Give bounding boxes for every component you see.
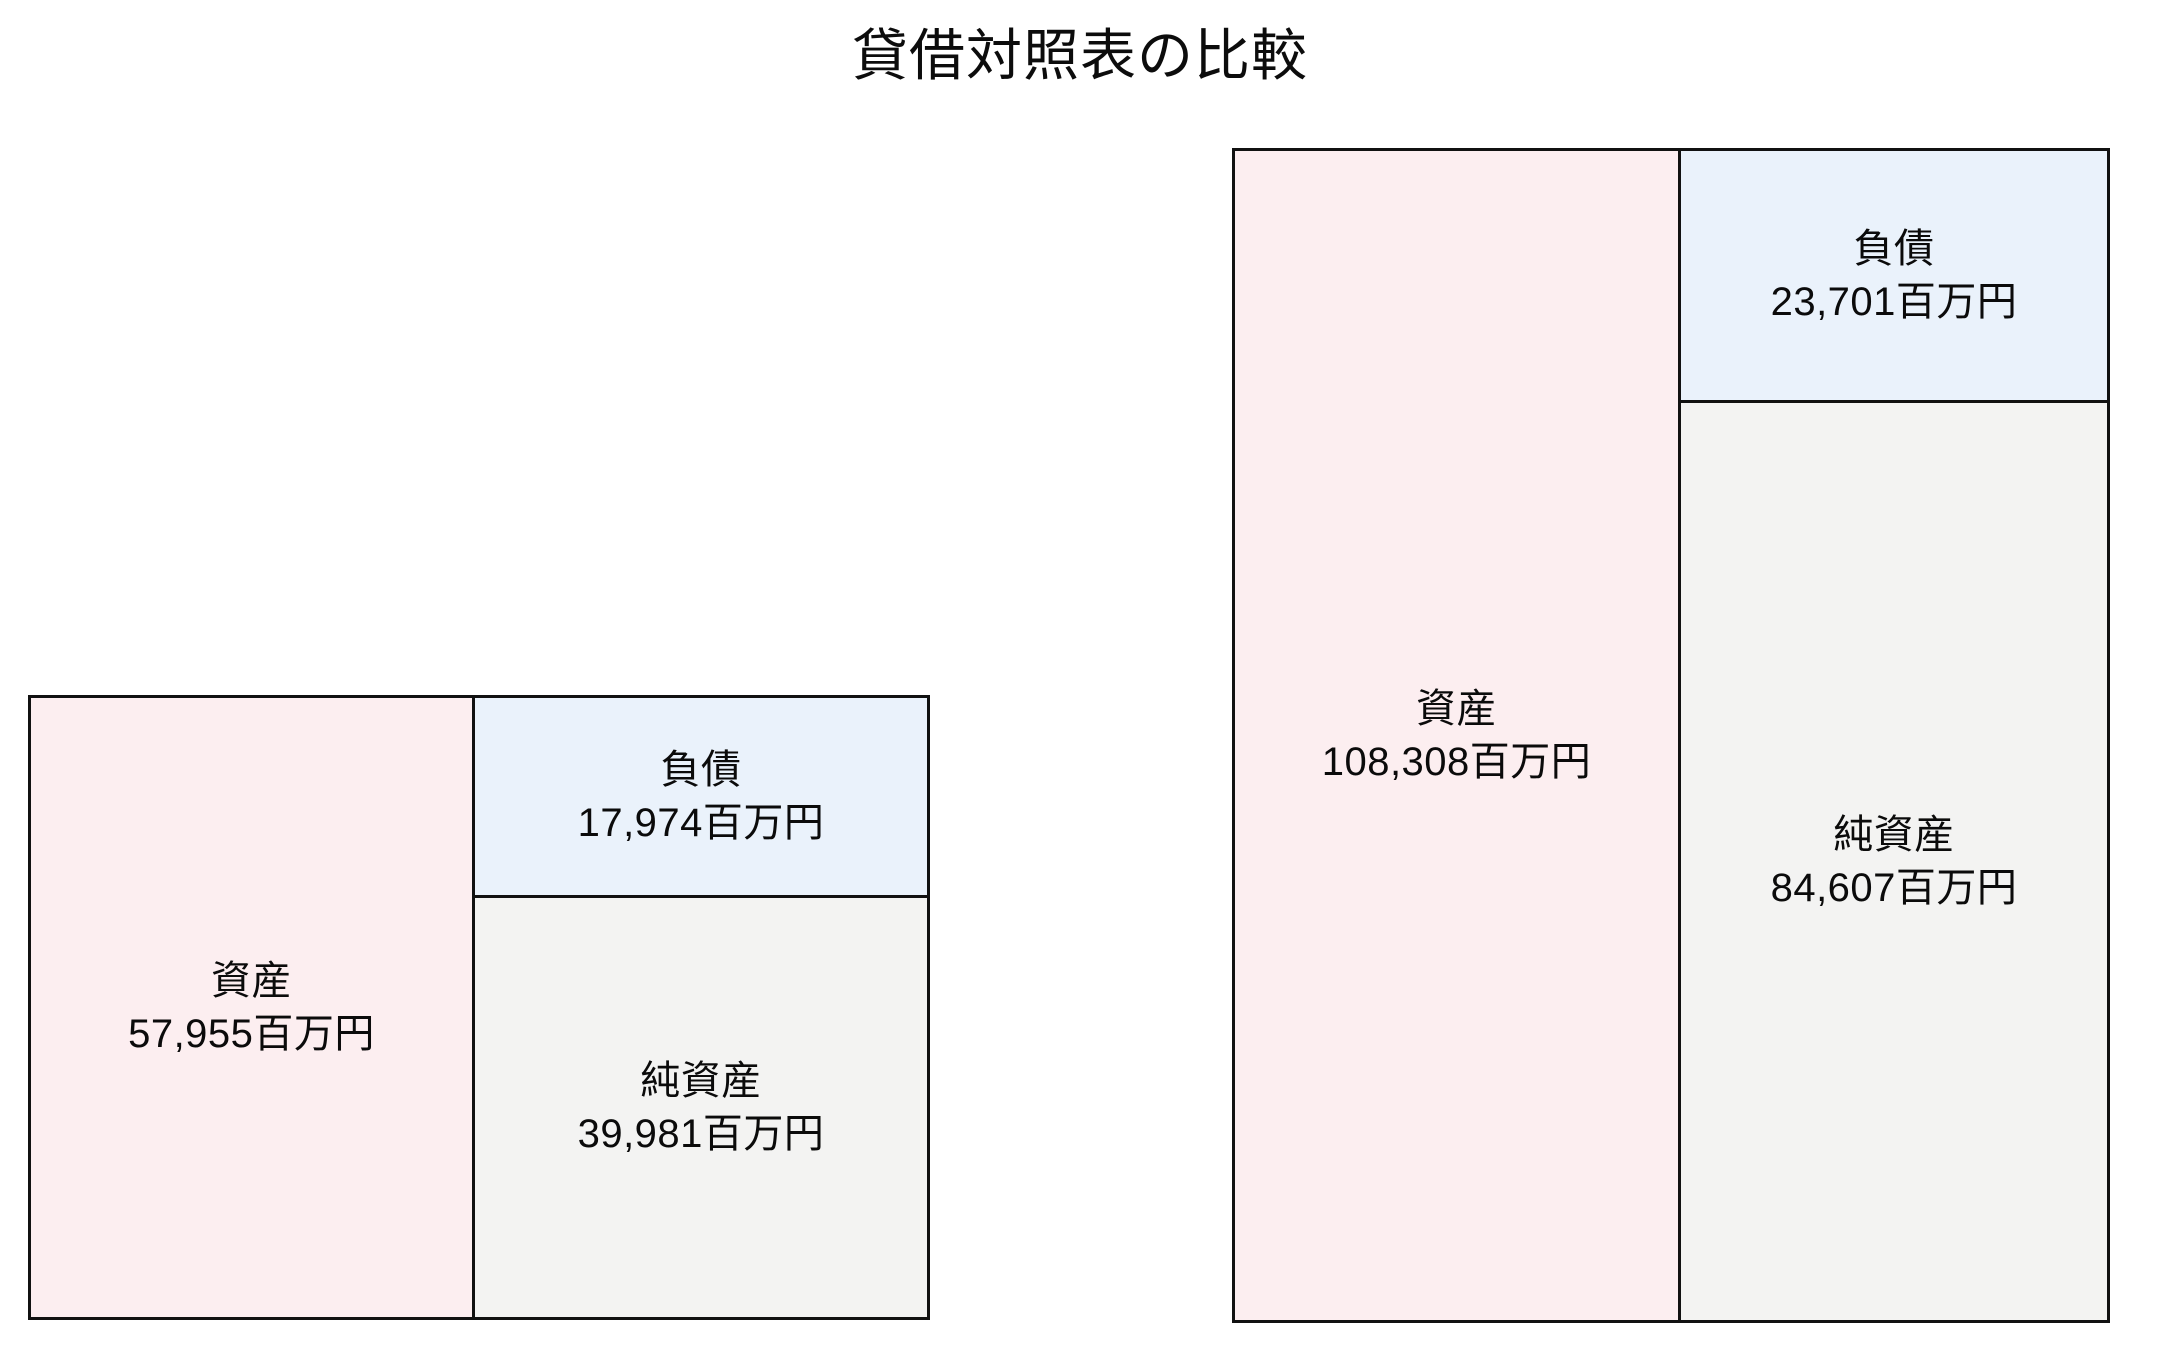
- right-assets-value: 108,308百万円: [1321, 739, 1592, 784]
- right-liabilities-box: 負債 23,701百万円: [1678, 148, 2110, 403]
- right-liabilities-name: 負債: [1853, 226, 1935, 271]
- right-net-assets-label: 純資産 84,607百万円: [1771, 809, 2018, 915]
- left-net-assets-value: 39,981百万円: [577, 1111, 825, 1156]
- balance-sheet-left: 資産 57,955百万円 負債 17,974百万円 純資産 39,981百万円: [28, 695, 930, 1320]
- balance-sheet-right: 資産 108,308百万円 負債 23,701百万円 純資産 84,607百万円: [1232, 148, 2110, 1323]
- right-net-assets-name: 純資産: [1833, 812, 1955, 857]
- left-assets-label: 資産 57,955百万円: [128, 955, 375, 1061]
- left-net-assets-label: 純資産 39,981百万円: [578, 1055, 825, 1161]
- left-liabilities-label: 負債 17,974百万円: [578, 744, 825, 850]
- left-liabilities-value: 17,974百万円: [577, 800, 825, 845]
- right-liabilities-label: 負債 23,701百万円: [1771, 223, 2018, 329]
- right-net-assets-box: 純資産 84,607百万円: [1678, 400, 2110, 1323]
- right-liabilities-value: 23,701百万円: [1770, 279, 2018, 324]
- left-assets-value: 57,955百万円: [128, 1011, 375, 1056]
- right-assets-box: 資産 108,308百万円: [1232, 148, 1681, 1323]
- right-net-assets-value: 84,607百万円: [1770, 865, 2018, 910]
- right-assets-name: 資産: [1416, 686, 1497, 731]
- left-assets-name: 資産: [211, 958, 292, 1003]
- left-assets-box: 資産 57,955百万円: [28, 695, 475, 1320]
- left-liabilities-box: 負債 17,974百万円: [472, 695, 930, 898]
- chart-title: 貸借対照表の比較: [852, 24, 1308, 87]
- left-liabilities-name: 負債: [660, 747, 742, 792]
- left-net-assets-box: 純資産 39,981百万円: [472, 895, 930, 1320]
- right-assets-label: 資産 108,308百万円: [1322, 683, 1592, 789]
- left-net-assets-name: 純資産: [640, 1058, 762, 1103]
